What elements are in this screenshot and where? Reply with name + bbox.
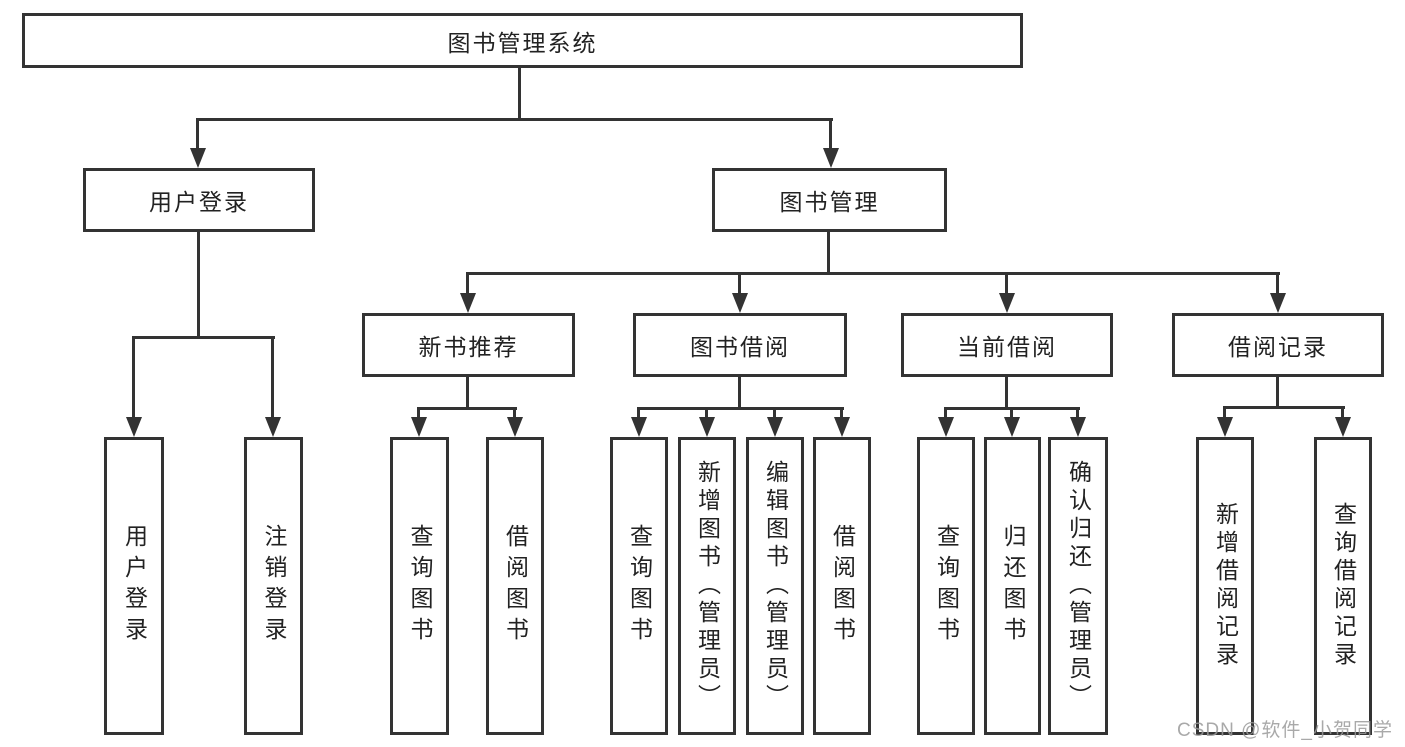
node-book-management-label: 图书管理 <box>779 189 880 215</box>
node-book-borrowing: 图书借阅 <box>633 313 847 377</box>
node-root: 图书管理系统 <box>22 13 1023 68</box>
connector-borrowing-branch <box>637 407 844 410</box>
arrowhead-borrowing-edit <box>767 417 783 437</box>
connector-drop-recommend-borrow <box>513 407 516 419</box>
connector-drop-current-confirm <box>1076 407 1079 419</box>
leaf-current-confirm-return-admin: 确认归还（管理员） <box>1048 437 1108 735</box>
connector-drop-new-book-recommend <box>466 272 469 295</box>
node-borrow-records-label: 借阅记录 <box>1228 334 1328 360</box>
connector-drop-current-borrowing <box>1005 272 1008 295</box>
arrowhead-recommend-borrow <box>507 417 523 437</box>
node-user-login: 用户登录 <box>83 168 315 232</box>
connector-recommend-stem <box>466 377 469 407</box>
connector-root-stem <box>518 68 521 118</box>
leaf-borrowing-edit-books-admin: 编辑图书（管理员） <box>746 437 804 735</box>
connector-book-management-branch <box>466 272 1280 275</box>
arrowhead-borrowing-query <box>631 417 647 437</box>
connector-recommend-branch <box>417 407 517 410</box>
connector-current-stem <box>1005 377 1008 407</box>
leaf-borrowing-query-books: 查询图书 <box>610 437 668 735</box>
node-borrow-records: 借阅记录 <box>1172 313 1384 377</box>
node-new-book-recommend-label: 新书推荐 <box>418 334 519 360</box>
leaf-recommend-query-books-label: 查询图书 <box>407 524 433 648</box>
node-book-management: 图书管理 <box>712 168 947 232</box>
connector-drop-borrowing-add <box>705 407 708 419</box>
arrowhead-recommend-query <box>411 417 427 437</box>
leaf-current-query-books-label: 查询图书 <box>933 524 960 648</box>
leaf-current-query-books: 查询图书 <box>917 437 975 735</box>
connector-drop-user-login <box>196 118 199 151</box>
connector-drop-current-query <box>944 407 947 419</box>
arrowhead-current-query <box>938 417 954 437</box>
arrowhead-book-management <box>823 148 839 168</box>
leaf-borrowing-borrow-books-label: 借阅图书 <box>829 524 856 648</box>
connector-records-branch <box>1223 406 1345 409</box>
connector-root-branch <box>196 118 833 121</box>
leaf-records-query-record: 查询借阅记录 <box>1314 437 1372 735</box>
arrowhead-borrowing-borrow <box>834 417 850 437</box>
csdn-watermark: CSDN @软件_小贺同学 <box>1177 720 1393 741</box>
arrowhead-borrow-records <box>1270 293 1286 313</box>
leaf-recommend-borrow-books: 借阅图书 <box>486 437 544 735</box>
leaf-records-add-record: 新增借阅记录 <box>1196 437 1254 735</box>
leaf-logout-label: 注销登录 <box>261 524 287 648</box>
connector-user-login-branch <box>132 336 275 339</box>
connector-drop-records-add <box>1223 406 1226 419</box>
leaf-borrowing-borrow-books: 借阅图书 <box>813 437 871 735</box>
connector-borrowing-stem <box>738 377 741 407</box>
node-current-borrowing-label: 当前借阅 <box>957 334 1057 360</box>
leaf-records-query-record-label: 查询借阅记录 <box>1330 502 1357 670</box>
leaf-user-login-label: 用户登录 <box>121 524 148 648</box>
connector-records-stem <box>1276 377 1279 406</box>
leaf-records-add-record-label: 新增借阅记录 <box>1212 502 1239 670</box>
connector-drop-recommend-query <box>417 407 420 419</box>
leaf-current-return-books: 归还图书 <box>984 437 1041 735</box>
arrowhead-records-query <box>1335 417 1351 437</box>
arrowhead-leaf-logout <box>265 417 281 437</box>
connector-drop-book-borrowing <box>738 272 741 295</box>
leaf-borrowing-query-books-label: 查询图书 <box>626 524 653 648</box>
leaf-current-confirm-return-admin-label: 确认归还（管理员） <box>1065 460 1092 712</box>
leaf-borrowing-add-books-admin: 新增图书（管理员） <box>678 437 736 735</box>
connector-drop-borrowing-query <box>637 407 640 419</box>
node-user-login-label: 用户登录 <box>149 189 249 215</box>
leaf-current-return-books-label: 归还图书 <box>1000 524 1026 648</box>
connector-drop-leaf-logout <box>271 336 274 419</box>
arrowhead-leaf-user-login <box>126 417 142 437</box>
arrowhead-borrowing-add <box>699 417 715 437</box>
leaf-borrowing-edit-books-admin-label: 编辑图书（管理员） <box>762 460 789 712</box>
leaf-user-login: 用户登录 <box>104 437 164 735</box>
connector-drop-leaf-user-login <box>132 336 135 419</box>
connector-user-login-stem <box>197 232 200 336</box>
arrowhead-current-return <box>1004 417 1020 437</box>
connector-drop-records-query <box>1341 406 1344 419</box>
connector-drop-borrowing-edit <box>773 407 776 419</box>
node-book-borrowing-label: 图书借阅 <box>690 334 790 360</box>
arrowhead-user-login <box>190 148 206 168</box>
arrowhead-current-confirm <box>1070 417 1086 437</box>
connector-drop-borrow-records <box>1276 272 1279 295</box>
node-current-borrowing: 当前借阅 <box>901 313 1113 377</box>
node-new-book-recommend: 新书推荐 <box>362 313 575 377</box>
leaf-borrowing-add-books-admin-label: 新增图书（管理员） <box>694 460 721 712</box>
connector-drop-current-return <box>1010 407 1013 419</box>
leaf-recommend-query-books: 查询图书 <box>390 437 449 735</box>
leaf-recommend-borrow-books-label: 借阅图书 <box>502 524 529 648</box>
leaf-logout: 注销登录 <box>244 437 303 735</box>
connector-book-management-stem <box>827 232 830 272</box>
connector-drop-borrowing-borrow <box>840 407 843 419</box>
node-root-label: 图书管理系统 <box>447 29 598 56</box>
arrowhead-book-borrowing <box>732 293 748 313</box>
arrowhead-current-borrowing <box>999 293 1015 313</box>
connector-drop-book-management <box>829 118 832 151</box>
arrowhead-new-book-recommend <box>460 293 476 313</box>
arrowhead-records-add <box>1217 417 1233 437</box>
